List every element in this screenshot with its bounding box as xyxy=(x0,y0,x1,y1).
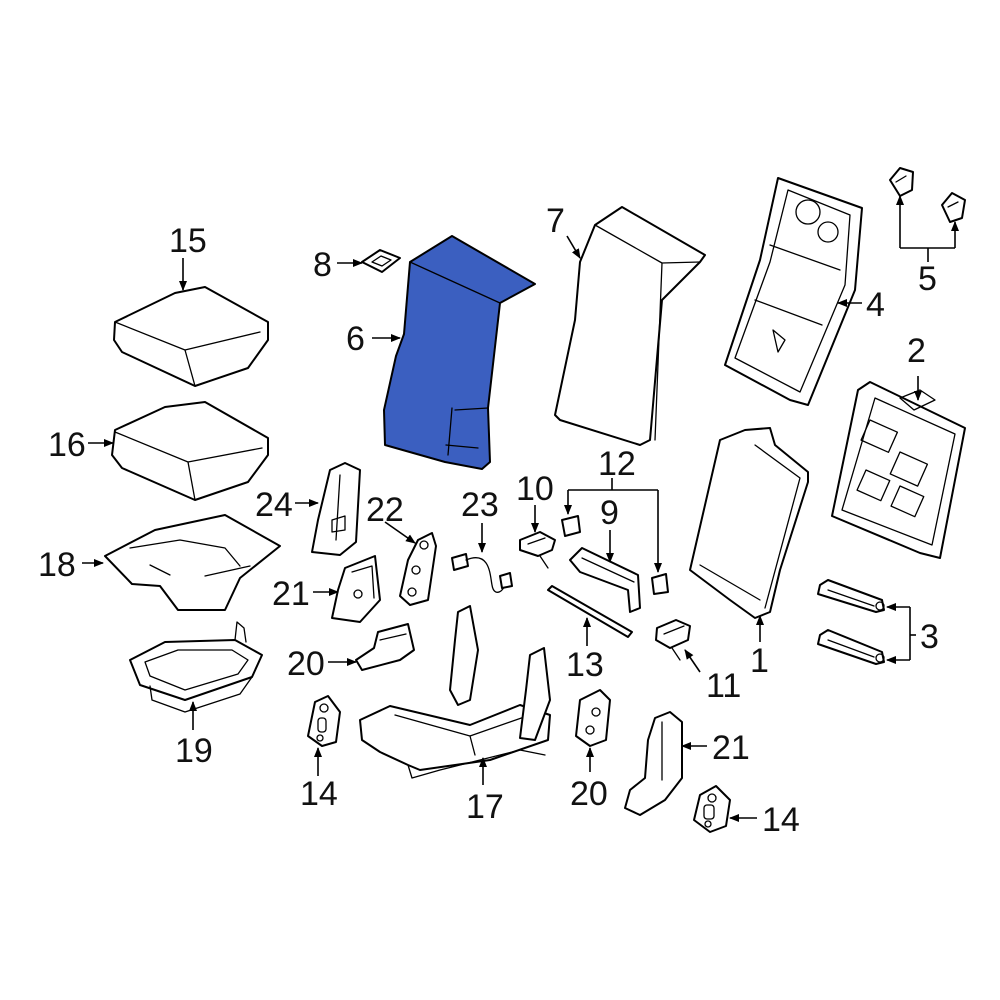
leader-lines xyxy=(82,195,959,822)
part-8-clip[interactable] xyxy=(361,249,401,273)
part-16-cushion-cover[interactable] xyxy=(111,401,269,501)
callout-4: 4 xyxy=(866,286,885,324)
part-23-wire-harness[interactable] xyxy=(451,553,513,593)
part-13-rod[interactable] xyxy=(547,585,633,638)
callout-14-right: 14 xyxy=(762,801,800,839)
part-18-frame-plate[interactable] xyxy=(104,514,281,611)
callout-1: 1 xyxy=(750,642,769,680)
part-12-tags[interactable] xyxy=(561,515,669,595)
part-19-cushion-pan[interactable] xyxy=(129,621,263,713)
callout-3: 3 xyxy=(920,618,939,656)
callout-24: 24 xyxy=(255,486,293,524)
part-3-rails[interactable] xyxy=(817,579,885,665)
callout-6: 6 xyxy=(346,320,365,358)
part-17-seat-frame[interactable] xyxy=(359,605,551,779)
part-7-seatback-cover[interactable] xyxy=(554,206,706,446)
callout-2: 2 xyxy=(907,332,926,370)
part-20-bracket-right[interactable] xyxy=(575,689,611,747)
part-22-hinge-bracket[interactable] xyxy=(399,532,437,606)
part-15-cushion-pad[interactable] xyxy=(113,286,269,387)
part-10-clip[interactable] xyxy=(519,531,556,569)
callout-9: 9 xyxy=(600,494,619,532)
callout-21-left: 21 xyxy=(272,575,310,613)
callout-20-left: 20 xyxy=(287,645,325,683)
callout-19: 19 xyxy=(175,732,213,770)
part-9-trim[interactable] xyxy=(569,547,641,613)
callout-22: 22 xyxy=(366,491,404,529)
callout-23: 23 xyxy=(461,486,499,524)
callout-10: 10 xyxy=(516,470,554,508)
part-21-cover-right[interactable] xyxy=(624,711,683,816)
part-14-plate-right[interactable] xyxy=(693,785,731,833)
part-6-seatback-highlighted[interactable] xyxy=(383,235,536,470)
callout-13: 13 xyxy=(566,646,604,684)
part-14-plate-left[interactable] xyxy=(307,695,341,747)
callout-5: 5 xyxy=(918,260,937,298)
callout-15: 15 xyxy=(169,222,207,260)
part-21-bracket-left[interactable] xyxy=(331,555,381,623)
callout-16: 16 xyxy=(48,426,86,464)
callout-12: 12 xyxy=(598,445,636,483)
callout-labels: 15 16 18 19 8 6 7 4 5 2 3 1 24 22 23 21 … xyxy=(38,202,939,839)
callout-11: 11 xyxy=(706,667,741,705)
part-2-back-panel[interactable] xyxy=(831,381,966,559)
callout-8: 8 xyxy=(313,246,332,284)
callout-18: 18 xyxy=(38,546,76,584)
callout-17: 17 xyxy=(466,788,504,826)
part-20-bracket-left[interactable] xyxy=(355,623,415,671)
callout-20-right: 20 xyxy=(570,775,608,813)
part-4-seatback-frame[interactable] xyxy=(724,177,863,406)
part-11-clip[interactable] xyxy=(655,619,691,661)
part-1-back-trim[interactable] xyxy=(689,427,809,619)
callout-7: 7 xyxy=(546,202,565,240)
part-5-hooks[interactable] xyxy=(889,167,966,223)
part-24-side-cover[interactable] xyxy=(311,462,361,556)
callout-21-right: 21 xyxy=(712,729,750,767)
callout-14-left: 14 xyxy=(300,775,338,813)
